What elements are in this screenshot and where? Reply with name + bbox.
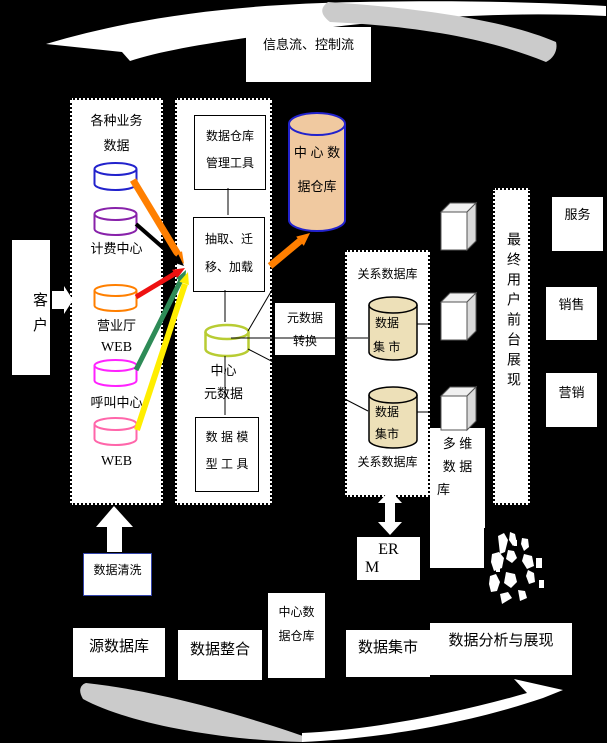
central-metadata-cylinder — [204, 323, 250, 358]
mgmt-tool-line2: 管理工具 — [205, 156, 254, 170]
top-flow-arrow-white — [46, 1, 606, 62]
info-flow-label-box: 信息流、控制流 — [246, 27, 371, 82]
web-label: WEB — [100, 454, 133, 469]
data-mart-process-label: 数据集市 — [357, 639, 418, 656]
frontend-label: 最终用户前台展现 — [506, 232, 522, 392]
erm-line1: ER — [378, 541, 399, 558]
multidim-db-box: 多 维 数 据 库 — [430, 428, 485, 568]
data-cleaning-label: 数据清洗 — [93, 563, 142, 577]
bottom-flow-arrow-white — [302, 679, 563, 742]
relational-db-top-label: 关系数据库 — [357, 267, 418, 281]
service-box: 服务 — [552, 197, 603, 251]
frontend-strip: 最终用户前台展现 — [493, 188, 530, 505]
warehouse-mgmt-tool-box: 数据仓库 管理工具 — [194, 115, 266, 190]
central-warehouse-line1: 中 心 数 — [293, 145, 341, 160]
call-center-label: 呼叫中心 — [90, 395, 143, 410]
metadata-conversion-line1: 元数据 — [286, 311, 323, 325]
sales-box: 销售 — [546, 287, 597, 340]
source-panel-title-line2: 数据 — [103, 138, 130, 153]
top-flow-band-gray — [322, 2, 557, 62]
data-cleaning-box: 数据清洗 — [82, 552, 153, 597]
billing-center-db-cylinder — [93, 207, 138, 236]
central-metadata-line1: 中心 — [210, 363, 237, 378]
call-center-db-cylinder — [93, 359, 138, 387]
source-db-box: 源数据库 — [73, 628, 165, 677]
erm-line2: M — [365, 559, 380, 576]
central-warehouse-line2: 据仓库 — [297, 179, 337, 194]
business-hall-db-cylinder — [93, 284, 138, 312]
analysis-box: 数据分析与展现 — [430, 623, 572, 675]
user-photo-dither-image — [484, 528, 556, 616]
marketing-label: 营销 — [558, 385, 585, 400]
data-mart-process-box: 数据集市 — [346, 630, 430, 677]
sales-label: 销售 — [558, 297, 585, 312]
multidim-line2: 数 据 — [442, 459, 473, 474]
etl-line1: 抽取、迁 — [204, 232, 253, 246]
client-box: 客户 — [12, 240, 50, 375]
client-label: 客户 — [31, 292, 48, 342]
metadata-conversion-line2: 转换 — [292, 334, 317, 348]
web-db-cylinder — [93, 417, 138, 446]
mart2-line2: 集市 — [375, 427, 400, 441]
relational-db-panel: 关系数据库 数据 集 市 数据 集市 关系数据库 — [345, 250, 430, 497]
billing-db-cylinder — [93, 162, 138, 191]
relational-db-bottom-label: 关系数据库 — [357, 455, 418, 469]
source-db-label: 源数据库 — [88, 638, 149, 655]
mgmt-tool-line1: 数据仓库 — [205, 129, 254, 143]
bottom-flow-band-gray — [80, 683, 303, 742]
erm-box: ER M — [357, 537, 420, 580]
etl-box: 抽取、迁 移、加载 — [193, 217, 265, 292]
data-mart1-cylinder — [368, 296, 418, 361]
warehouse-tools-panel: 数据仓库 管理工具 抽取、迁 移、加载 中心 元数据 数 据 模 型 工 具 — [175, 98, 272, 505]
business-hall-web-label: WEB — [100, 340, 133, 355]
source-panel-title-line1: 各种业务 — [90, 113, 143, 128]
business-hall-label: 营业厅 — [96, 318, 136, 333]
mart2-line1: 数据 — [375, 405, 400, 419]
service-label: 服务 — [564, 207, 591, 222]
central-wh-line1: 中心数 — [278, 605, 315, 619]
central-warehouse-process-box: 中心数 据仓库 — [268, 593, 325, 678]
central-warehouse-cylinder — [288, 112, 346, 232]
analysis-label: 数据分析与展现 — [448, 632, 554, 649]
marketing-box: 营销 — [546, 373, 597, 427]
model-tool-line2: 型 工 具 — [205, 457, 249, 471]
central-metadata-line2: 元数据 — [203, 386, 243, 401]
billing-center-label: 计费中心 — [90, 241, 143, 256]
data-integration-box: 数据整合 — [178, 630, 262, 680]
etl-line2: 移、加载 — [204, 260, 253, 274]
source-data-panel: 各种业务 数据 计费中心 营业厅 WEB 呼叫中心 WEB — [70, 98, 163, 505]
central-wh-line2: 据仓库 — [278, 629, 315, 643]
multidim-line3: 库 — [437, 482, 451, 497]
model-tool-line1: 数 据 模 — [205, 430, 249, 444]
data-mart2-cylinder — [368, 386, 418, 449]
data-model-tool-box: 数 据 模 型 工 具 — [195, 417, 259, 492]
multidim-line1: 多 维 — [442, 436, 473, 451]
mart1-line1: 数据 — [375, 316, 400, 330]
mart1-line2: 集 市 — [373, 340, 401, 354]
data-integration-label: 数据整合 — [189, 641, 250, 658]
info-flow-label: 信息流、控制流 — [262, 37, 354, 52]
metadata-conversion-label-box: 元数据 转换 — [275, 303, 335, 355]
